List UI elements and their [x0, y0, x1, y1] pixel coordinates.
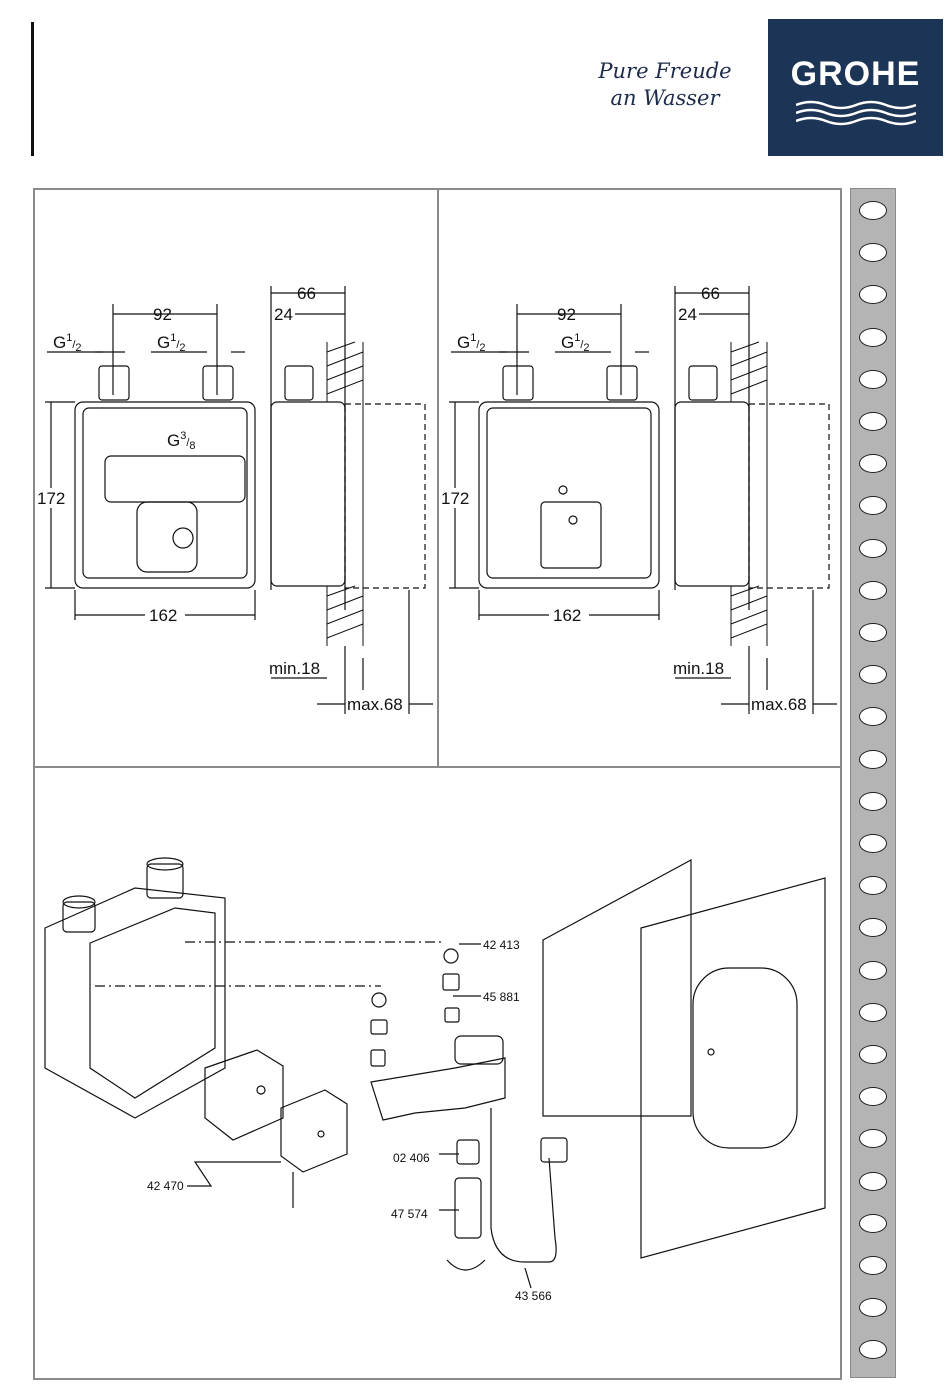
logo-text: GROHE [768, 55, 943, 94]
tagline-line1: Pure Freude [560, 58, 770, 85]
thread-right-label: G1/2 [561, 332, 590, 354]
power-supply [281, 1090, 347, 1208]
punch-hole-icon [859, 1172, 887, 1191]
tagline-line2: an Wasser [560, 85, 770, 112]
punch-hole-icon [859, 285, 887, 304]
punch-hole-icon [859, 243, 887, 262]
dim-172: 172 [37, 489, 65, 508]
punch-hole-icon [859, 1298, 887, 1317]
dim-min18: min.18 [269, 659, 320, 678]
brand-tagline: Pure Freude an Wasser [560, 58, 770, 112]
dim-162: 162 [149, 606, 177, 625]
installation-box [45, 858, 225, 1118]
punch-hole-icon [859, 1003, 887, 1022]
punch-hole-icon [859, 834, 887, 853]
thread-right-label: G1/2 [157, 332, 186, 354]
header-rule [31, 22, 34, 156]
grohe-logo: GROHE [768, 19, 943, 156]
grohe-wave-icon [796, 99, 916, 129]
punch-hole-icon [859, 370, 887, 389]
punch-hole-icon [859, 496, 887, 515]
punch-hole-icon [859, 918, 887, 937]
dim-min18: min.18 [673, 659, 724, 678]
dim-162: 162 [553, 606, 581, 625]
punch-hole-icon [859, 1129, 887, 1148]
dim-66: 66 [297, 284, 316, 303]
punch-hole-icon [859, 581, 887, 600]
punch-hole-icon [859, 792, 887, 811]
part-47574: 47 574 [391, 1207, 428, 1221]
punch-hole-icon [859, 412, 887, 431]
dim-172: 172 [441, 489, 469, 508]
part-42470: 42 470 [147, 1179, 184, 1193]
punch-hole-icon [859, 454, 887, 473]
thread-g38-label: G3/8 [167, 430, 196, 452]
punch-hole-icon [859, 1214, 887, 1233]
cover-plate [543, 860, 825, 1258]
dim-66: 66 [701, 284, 720, 303]
punch-hole-icon [859, 1340, 887, 1359]
dimension-drawing-left: 92 G1/2 G1/2 66 24 G3/8 172 162 min [35, 190, 437, 766]
dim-max68: max.68 [751, 695, 807, 714]
punch-hole-icon [859, 623, 887, 642]
punch-hole-icon [859, 876, 887, 895]
punch-hole-icon [859, 328, 887, 347]
dim-92: 92 [557, 305, 576, 324]
punch-hole-icon [859, 665, 887, 684]
part-02406: 02 406 [393, 1151, 430, 1165]
punch-hole-icon [859, 961, 887, 980]
dimension-drawing-right: 92 G1/2 G1/2 66 24 172 162 min.18 max.68 [439, 190, 840, 766]
dim-24: 24 [274, 305, 293, 324]
punch-hole-strip [850, 188, 896, 1378]
part-42413: 42 413 [483, 938, 520, 952]
dim-max68: max.68 [347, 695, 403, 714]
part-43566: 43 566 [515, 1289, 552, 1303]
punch-hole-icon [859, 707, 887, 726]
electronics-module [205, 1050, 283, 1140]
punch-hole-icon [859, 1045, 887, 1064]
punch-hole-icon [859, 1256, 887, 1275]
punch-hole-icon [859, 201, 887, 220]
punch-hole-icon [859, 750, 887, 769]
exploded-view-drawing: 42 413 45 881 02 406 47 574 42 470 43 56… [35, 768, 840, 1378]
part-45881: 45 881 [483, 990, 520, 1004]
thread-left-label: G1/2 [53, 332, 82, 354]
thread-left-label: G1/2 [457, 332, 486, 354]
punch-hole-icon [859, 1087, 887, 1106]
punch-hole-icon [859, 539, 887, 558]
dim-92: 92 [153, 305, 172, 324]
dim-24: 24 [678, 305, 697, 324]
